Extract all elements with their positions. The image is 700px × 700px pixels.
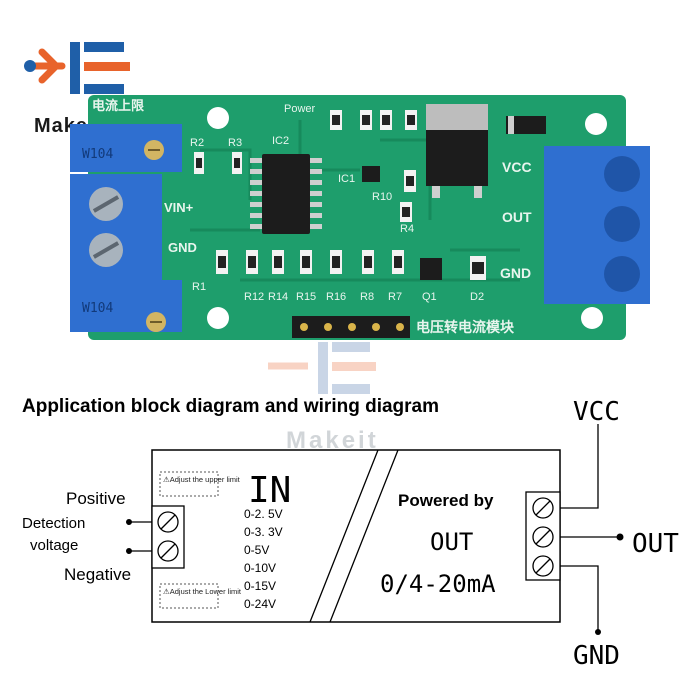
ic2-pins-right [310,158,322,229]
wiring-diagram: Makeit Application block diagram and wir… [22,342,679,671]
logo-bar-middle [84,62,130,71]
silk-title-cn: 电流上限 [92,98,145,114]
smd-r4-body [402,207,410,217]
smd-r10-body [406,176,414,186]
silk-vin-plus: VIN+ [164,200,194,215]
smd-r9-body [382,115,390,125]
break-line-right [329,449,399,623]
ref-r2: R2 [190,137,204,149]
ic2-chip [250,154,322,234]
range-item: 0-15V [244,579,276,593]
ref-d2: D2 [470,291,484,303]
terminal-output [544,146,650,304]
diagram-heading: Application block diagram and wiring dia… [22,396,439,417]
terminal-output-screw-1-icon [604,156,640,192]
ref-r16: R16 [326,291,346,303]
terminal-input [70,174,162,280]
pot-upper: W104 [70,124,182,172]
ref-r3: R3 [228,137,242,149]
ref-r1: R1 [192,281,206,293]
ref-r14: R14 [268,291,288,303]
smd-r2-body [196,158,202,168]
adjust-lower-box [159,583,219,609]
ref-r7: R7 [388,291,402,303]
ic2-body [262,154,310,234]
range-item: 0-24V [244,597,276,611]
out-dot [616,533,624,541]
voltage-label: voltage [30,537,78,554]
q1-transistor [420,258,442,280]
smd-r6-body [362,115,370,125]
ic1-chip [362,166,380,182]
adjust-upper-text: ⚠Adjust the upper limit [163,475,241,484]
smd-r5-body [332,115,340,125]
regulator-tab [426,104,488,134]
input-ranges: 0-2. 5V 0-3. 3V 0-5V 0-10V 0-15V 0-24V [244,507,283,611]
pin-header [292,316,410,338]
positive-label: Positive [66,489,126,508]
ref-r10: R10 [372,191,392,203]
vcc-label: VCC [573,397,620,427]
out-right-label: OUT [632,529,679,559]
smd-r3-body [234,158,240,168]
ic2-pins-left [250,158,262,229]
out-center-label: OUT [430,528,473,556]
negative-label: Negative [64,565,131,584]
gnd-wire [560,565,599,632]
silk-gnd-right: GND [500,265,531,281]
ref-r12: R12 [244,291,264,303]
silk-out: OUT [502,209,532,225]
mount-hole-tr [585,113,607,135]
logo-dot-icon [24,60,36,72]
mount-hole-bl [207,307,229,329]
pcb-board: 电流上限 Power 电压转电流模块 VIN+ GND VCC OUT GND … [70,95,650,340]
pot-upper-label: W104 [82,147,113,162]
silk-power: Power [284,103,316,115]
vcc-wire [560,424,599,509]
pot-lower-label: W104 [82,301,113,316]
adjust-upper-box [159,471,219,497]
range-item: 0-5V [244,543,269,557]
range-item: 0-10V [244,561,276,575]
break-line-left [309,449,379,623]
logo-bar-bottom [84,84,124,94]
out-range-label: 0/4-20mA [380,570,496,598]
gnd-dot [595,629,601,635]
range-item: 0-3. 3V [244,525,283,539]
silk-gnd-left: GND [168,240,197,255]
mount-hole-br [581,307,603,329]
voltage-regulator [426,104,488,198]
silk-vcc: VCC [502,159,532,175]
ref-ic2: IC2 [272,135,289,147]
pot-lower: W104 [70,280,182,332]
terminal-output-screw-2-icon [604,206,640,242]
smd-bottom-row [216,250,404,274]
silk-bottom-cn: 电压转电流模块 [416,319,515,336]
smd-r13-body [407,115,415,125]
in-label: IN [248,470,291,511]
gnd-label: GND [573,641,620,671]
detection-label: Detection [22,515,85,532]
diode-d1 [506,116,546,134]
powered-by-label: Powered by [398,491,494,510]
terminal-output-screw-3-icon [604,256,640,292]
ref-q1: Q1 [422,291,437,303]
adjust-lower-text: ⚠Adjust the Lower limit [163,587,242,596]
logo-bar-vertical [70,42,80,94]
ref-r8: R8 [360,291,374,303]
range-item: 0-2. 5V [244,507,283,521]
ref-r15: R15 [296,291,316,303]
logo-bar-top [84,42,124,52]
regulator-body [426,130,488,186]
mount-hole-tl [207,107,229,129]
ref-ic1: IC1 [338,173,355,185]
ref-r4: R4 [400,223,414,235]
